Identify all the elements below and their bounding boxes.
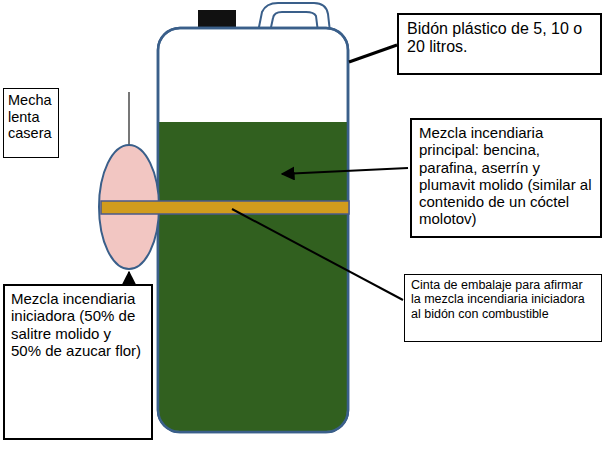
fuse-label: Mecha lenta casera <box>3 88 59 158</box>
container-label: Bidón plástico de 5, 10 o 20 litros. <box>397 13 602 75</box>
fuel-mixture <box>159 122 347 431</box>
tape-label: Cinta de embalaje para afirmar la mezcla… <box>404 274 602 342</box>
main-mixture-label: Mezcla incendiaria principal: bencina, p… <box>410 118 602 238</box>
label-text: Mezcla incendiaria iniciadora (50% de sa… <box>11 290 145 359</box>
leader-line <box>232 209 403 300</box>
leader-line <box>349 45 397 62</box>
label-text: Mecha lenta casera <box>8 92 54 142</box>
jerrycan-outline <box>158 28 348 432</box>
fuse <box>128 92 130 146</box>
can-cap <box>198 10 236 28</box>
initiator-label: Mezcla incendiaria iniciadora (50% de sa… <box>3 284 153 440</box>
packing-tape <box>101 201 349 214</box>
label-text: Mezcla incendiaria principal: bencina, p… <box>419 124 593 228</box>
leader-arrow <box>282 168 408 174</box>
leader-arrow <box>128 272 130 282</box>
jerrycan <box>158 28 348 432</box>
label-text: Bidón plástico de 5, 10 o 20 litros. <box>407 20 592 57</box>
label-text: Cinta de embalaje para afirmar la mezcla… <box>411 278 595 321</box>
